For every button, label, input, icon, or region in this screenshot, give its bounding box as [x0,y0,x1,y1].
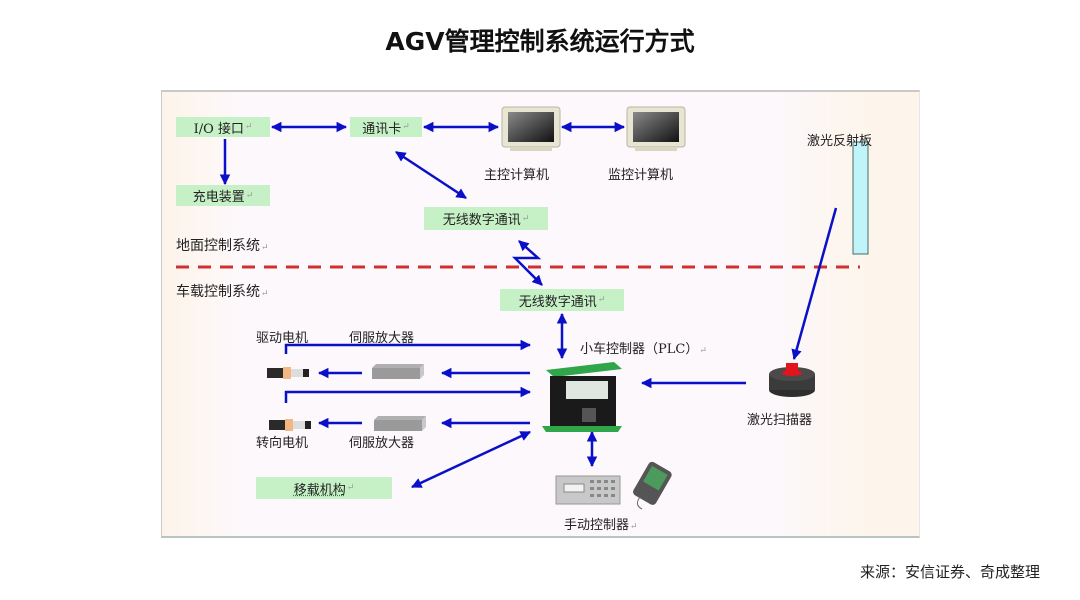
arrow-comm-wireless [395,150,467,200]
page-title: AGV管理控制系统运行方式 [385,27,695,56]
arrow-reflector-scanner [791,207,838,361]
steer-servo-icon [374,416,426,431]
drive-servo-label: 伺服放大器 [349,331,415,346]
laser-scanner-label: 激光扫描器 [747,413,813,428]
plc-controller-icon [542,362,622,432]
main-computer-icon [501,106,561,151]
wireless-ground-box: 无线数字通讯↵ [424,207,548,230]
source-caption: 来源：安信证券、奇成整理 [859,563,1040,581]
vehicle-section-label: 车载控制系统↵ [176,284,269,300]
diagram-panel: I/O 接口↵ 通讯卡↵ 充电装置↵ 无线数字通讯↵ 主控计算机 监控计算机 激… [161,90,920,538]
diagram-connectors [176,106,869,510]
transfer-mechanism-box: 移载机构↵ [256,477,392,499]
steer-motor-icon [269,419,311,431]
drive-servo-icon [372,364,424,379]
laser-reflector-plate [852,141,869,255]
ground-section-label: 地面控制系统↵ [176,238,269,254]
manual-controller-icon [555,461,672,510]
laser-scanner-icon [769,363,815,397]
main-computer-label: 主控计算机 [484,168,550,183]
drive-motor-label: 驱动电机 [256,331,309,346]
io-interface-box: I/O 接口↵ [176,117,270,137]
manual-controller-label: 手动控制器↵ [564,518,638,533]
arrow-steer-feedback [284,386,532,403]
charger-box: 充电装置↵ [176,185,270,206]
monitor-computer-label: 监控计算机 [608,168,674,183]
steer-servo-label: 伺服放大器 [349,436,415,451]
steer-motor-label: 转向电机 [256,436,309,451]
arrow-drive-feedback [284,339,532,354]
arrow-wireless-link [511,240,543,286]
drive-motor-icon [267,367,309,379]
arrow-plc-transfer [411,430,531,489]
monitor-computer-icon [626,106,686,151]
plc-label: 小车控制器（PLC）↵ [580,342,707,357]
comm-card-box: 通讯卡↵ [350,117,422,137]
laser-reflector-label: 激光反射板 [807,134,873,149]
wireless-vehicle-box: 无线数字通讯↵ [500,289,624,311]
